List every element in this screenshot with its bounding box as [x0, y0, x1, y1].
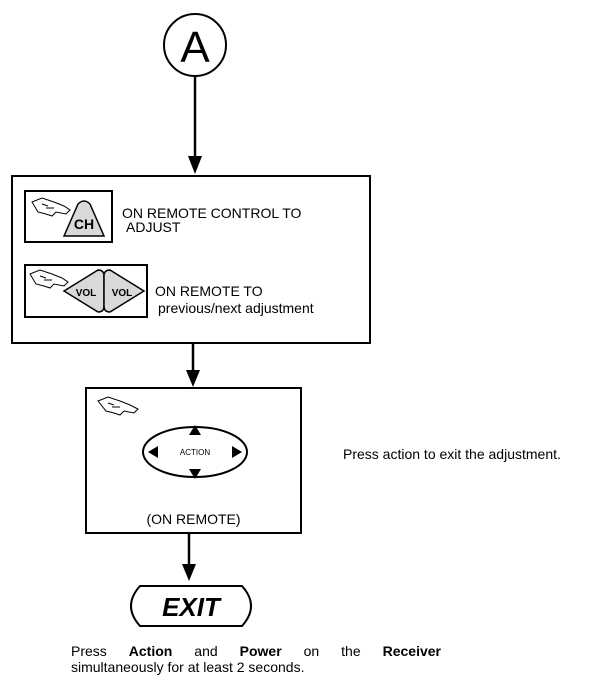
vol-buttons-frame: VOL VOL: [24, 264, 148, 318]
svg-text:CH: CH: [74, 216, 94, 232]
footer-line2: simultaneously for at least 2 seconds.: [71, 659, 305, 675]
connector-circle: A: [163, 13, 227, 77]
footer-word: Press: [71, 643, 107, 659]
footer-word: on: [303, 643, 320, 659]
exit-note: Press action to exit the adjustment.: [343, 446, 561, 462]
arrow-left-icon: [148, 446, 158, 458]
footer-word: and: [194, 643, 218, 659]
hand-pointer-icon: [29, 269, 69, 289]
ch-instruction-line2: ADJUST: [126, 219, 181, 235]
vol-down-button: VOL: [62, 269, 105, 313]
ch-instruction-line1: ON REMOTE CONTROL TO: [122, 205, 302, 221]
flow-arrow-1: [188, 76, 202, 174]
ch-button: CH: [62, 200, 106, 237]
arrow-right-icon: [232, 446, 242, 458]
vol-instruction-line1: ON REMOTE TO: [155, 283, 263, 299]
on-remote-caption: (ON REMOTE): [146, 511, 241, 527]
exit-terminal: EXIT: [130, 585, 252, 627]
adjust-step-box: [11, 175, 371, 344]
hand-pointer-icon: [97, 396, 139, 416]
action-dpad: ACTION: [142, 425, 248, 479]
hand-pointer-icon: [31, 197, 71, 217]
exit-label: EXIT: [162, 592, 222, 622]
footer-word: Receiver: [382, 643, 441, 659]
arrow-down-icon: [189, 469, 201, 479]
svg-text:VOL: VOL: [112, 288, 133, 299]
flow-arrow-3: [182, 534, 196, 581]
footer-word: the: [341, 643, 361, 659]
flow-arrow-2: [186, 344, 200, 387]
arrow-up-icon: [189, 425, 201, 435]
footer-word: Action: [128, 643, 173, 659]
vol-instruction-line2: previous/next adjustment: [158, 300, 314, 316]
exit-step-box: [85, 387, 302, 534]
svg-text:VOL: VOL: [76, 288, 97, 299]
connector-label: A: [180, 23, 210, 72]
footer-line1: Press Action and Power on the Receiver: [71, 643, 441, 659]
vol-up-button: VOL: [103, 269, 146, 313]
footer-word: Power: [239, 643, 282, 659]
ch-button-frame: CH: [24, 190, 113, 243]
action-label: ACTION: [180, 448, 210, 457]
